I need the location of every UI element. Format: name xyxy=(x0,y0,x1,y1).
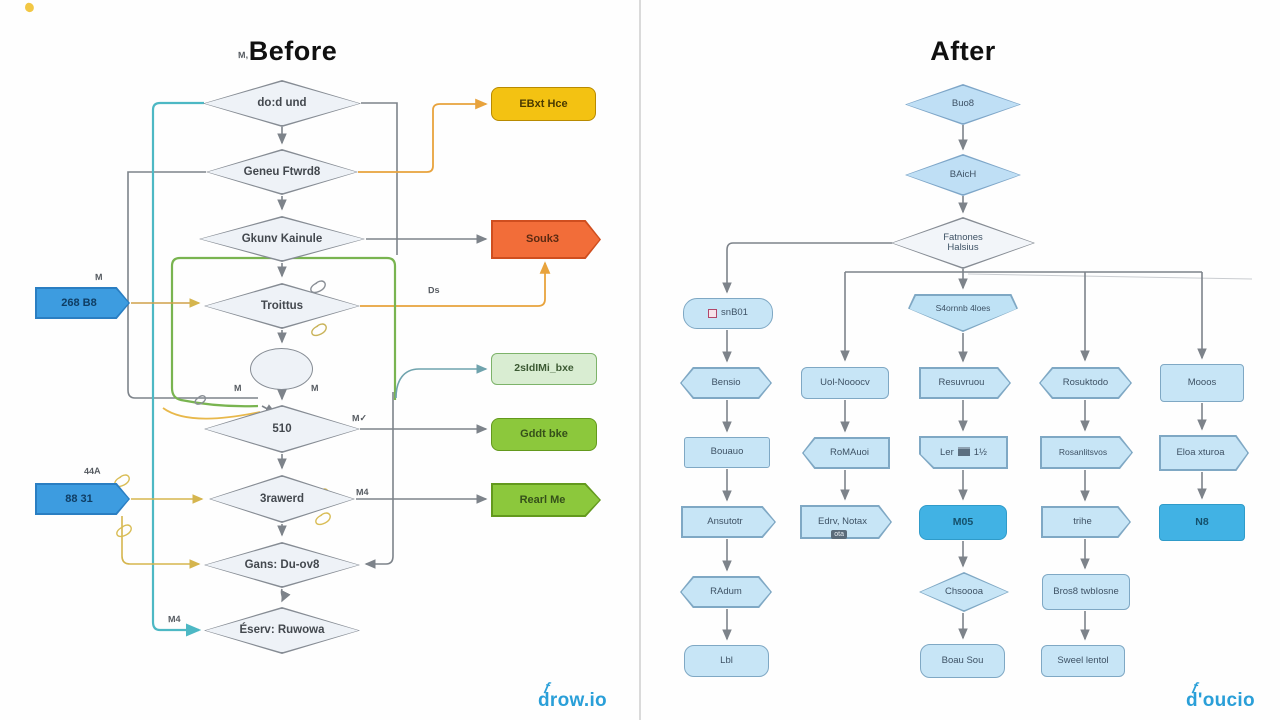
after-c3-card: Ler 1½ xyxy=(919,436,1008,469)
a-edge-bus2 xyxy=(967,273,1253,280)
before-decision-3: Gkunv Kainule xyxy=(199,216,365,262)
after-c1-arrow: Ansutotr xyxy=(681,506,776,538)
after-c3-arrow: Resuvruou xyxy=(919,367,1011,399)
before-data-blue-2: 88 31 xyxy=(35,483,130,515)
before-terminal-orange: Souk3 xyxy=(491,220,601,259)
drawio-logo-left: ƒ drow.io xyxy=(538,678,607,711)
after-decision-3-line2: Halsius xyxy=(947,242,979,253)
after-c3-card-text-a: Ler xyxy=(940,446,954,458)
edge-orange-curve xyxy=(162,407,261,420)
before-decision-4: Troittus xyxy=(204,283,360,329)
after-c4-rect-1: Bros8 twbIosne xyxy=(1042,574,1130,610)
edge-right-loop-d7 xyxy=(364,392,394,569)
before-decision-8: Éserv: Ruwowa xyxy=(204,607,360,654)
edge-label: M xyxy=(94,271,103,283)
scribble-3 xyxy=(311,323,327,337)
edge-left-rail xyxy=(127,171,258,399)
scribble-8 xyxy=(194,394,207,405)
after-decision-1: Buo8 xyxy=(905,84,1021,125)
after-pentagon-node: S4ornnb 4loes xyxy=(908,294,1018,332)
before-decision-5: 510 xyxy=(204,405,360,453)
after-c4-hex: Rosuktodo xyxy=(1039,367,1132,399)
after-c4-arrow-2: trihe xyxy=(1041,506,1131,538)
a-edge-bus xyxy=(845,269,1202,273)
after-c5-highlight: N8 xyxy=(1159,504,1245,541)
edge-label: M4 xyxy=(355,486,369,498)
note-badge: ota xyxy=(831,530,847,539)
edge-blue2-d7 xyxy=(121,516,201,569)
after-c1-hex-2: RAdum xyxy=(680,576,772,608)
before-decision-6: 3rawerd xyxy=(209,475,355,523)
after-c5-rect: Mooos xyxy=(1160,364,1244,402)
before-colored-connectors xyxy=(121,98,551,637)
after-c2-rect: Uol-Nooocv xyxy=(801,367,889,399)
after-c2-arrow: Edrv, Notax ota xyxy=(800,505,892,539)
edge-chain-8 xyxy=(280,588,291,603)
edge-label: M xyxy=(310,382,319,394)
before-connectors xyxy=(127,102,488,603)
edge-d1-stub xyxy=(361,102,398,255)
after-c1-rect: Bouauo xyxy=(684,437,770,468)
edge-green-loop-right xyxy=(282,256,397,400)
edge-orange-yellowbox xyxy=(358,98,488,173)
scribble-1 xyxy=(310,280,326,294)
scribble-6 xyxy=(114,474,130,488)
before-decision-7: Gans: Du-ov8 xyxy=(204,542,360,588)
scribble-7 xyxy=(116,524,132,538)
panel-divider xyxy=(639,0,641,720)
after-decision-2: BAicH xyxy=(905,154,1021,196)
edge-green-loop-left xyxy=(170,256,282,408)
after-decision-3: Fatnones Halsius xyxy=(891,217,1035,269)
after-decision-3-line1: Fatnones xyxy=(943,231,983,243)
edge-label: M, xyxy=(237,49,249,61)
edge-orange-d4-souk xyxy=(360,261,551,307)
before-ellipse-node xyxy=(250,348,313,390)
edge-label: M✓ xyxy=(351,412,368,424)
after-c4-rect-2: Sweel lentol xyxy=(1041,645,1125,677)
edge-label: 44A xyxy=(83,465,101,477)
drawio-logo-right: ƒ d'oucio xyxy=(1186,678,1255,711)
after-c1-end: Lbl xyxy=(684,645,769,677)
before-data-blue-1: 268 B8 xyxy=(35,287,130,319)
grid-icon xyxy=(957,446,970,456)
edge-label: M4 xyxy=(167,613,181,625)
before-terminal-yellow: EBxt Hce xyxy=(491,87,596,121)
a-edge-left xyxy=(722,242,892,294)
after-c5-arrow: Eloa xturoa xyxy=(1159,435,1249,471)
after-c3-card-text-b: 1½ xyxy=(973,446,987,458)
before-terminal-green2: Rearl Me xyxy=(491,483,601,517)
after-c3-decision: Chsoooa xyxy=(919,572,1009,612)
after-c4-arrow-1: Rosanlitsvos xyxy=(1040,436,1133,469)
after-c1-start: snB01 xyxy=(683,298,773,329)
doc-icon xyxy=(708,309,718,318)
edge-teal-lightgreen xyxy=(395,364,488,399)
after-c3-end: Boau Sou xyxy=(920,644,1005,678)
before-title: Before xyxy=(248,36,338,66)
before-terminal-lightgreen: 2sIdIMi_bxe xyxy=(491,353,597,385)
before-terminal-green1: Gddt bke xyxy=(491,418,597,451)
edge-label: Ds xyxy=(427,284,440,296)
scribble-5 xyxy=(315,512,331,526)
after-c2-pointleft: RoMAuoi xyxy=(802,437,890,469)
after-title: After xyxy=(930,36,996,66)
before-decision-1: do:d und xyxy=(203,80,361,127)
after-connectors xyxy=(722,125,1253,641)
edge-teal-rail xyxy=(151,101,204,637)
after-c1-hex-1: Bensio xyxy=(680,367,772,399)
before-decision-2: Geneu Ftwrd8 xyxy=(206,149,358,195)
after-c3-highlight: M05 xyxy=(919,505,1007,540)
edge-label: M xyxy=(233,382,242,394)
